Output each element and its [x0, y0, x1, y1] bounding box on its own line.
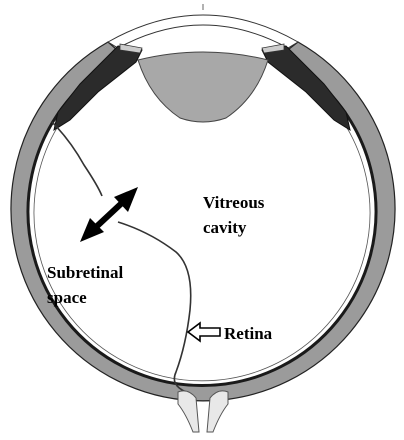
- retina-line: [117, 221, 192, 393]
- retina-detached-left: [51, 121, 103, 197]
- subretinal-label-line2: space: [47, 288, 87, 307]
- subretinal-space-label: Subretinal space: [47, 260, 123, 310]
- double-headed-arrow-icon: [80, 187, 138, 242]
- ciliary-body-left: [53, 45, 143, 132]
- iris-right: [261, 43, 285, 54]
- retina-label: Retina: [224, 324, 273, 343]
- iris-left: [119, 43, 143, 54]
- optic-nerve: [177, 390, 229, 433]
- vitreous-cavity-label: Vitreous cavity: [203, 190, 264, 240]
- choroid: [26, 54, 378, 387]
- hollow-arrow-icon: [186, 321, 221, 343]
- vitreous-label-line1: Vitreous: [203, 193, 265, 212]
- cornea: [107, 14, 299, 49]
- subretinal-label-line1: Subretinal: [47, 263, 124, 282]
- ciliary-body-right: [261, 45, 351, 132]
- lens: [137, 51, 269, 123]
- vitreous-label-line2: cavity: [203, 218, 247, 237]
